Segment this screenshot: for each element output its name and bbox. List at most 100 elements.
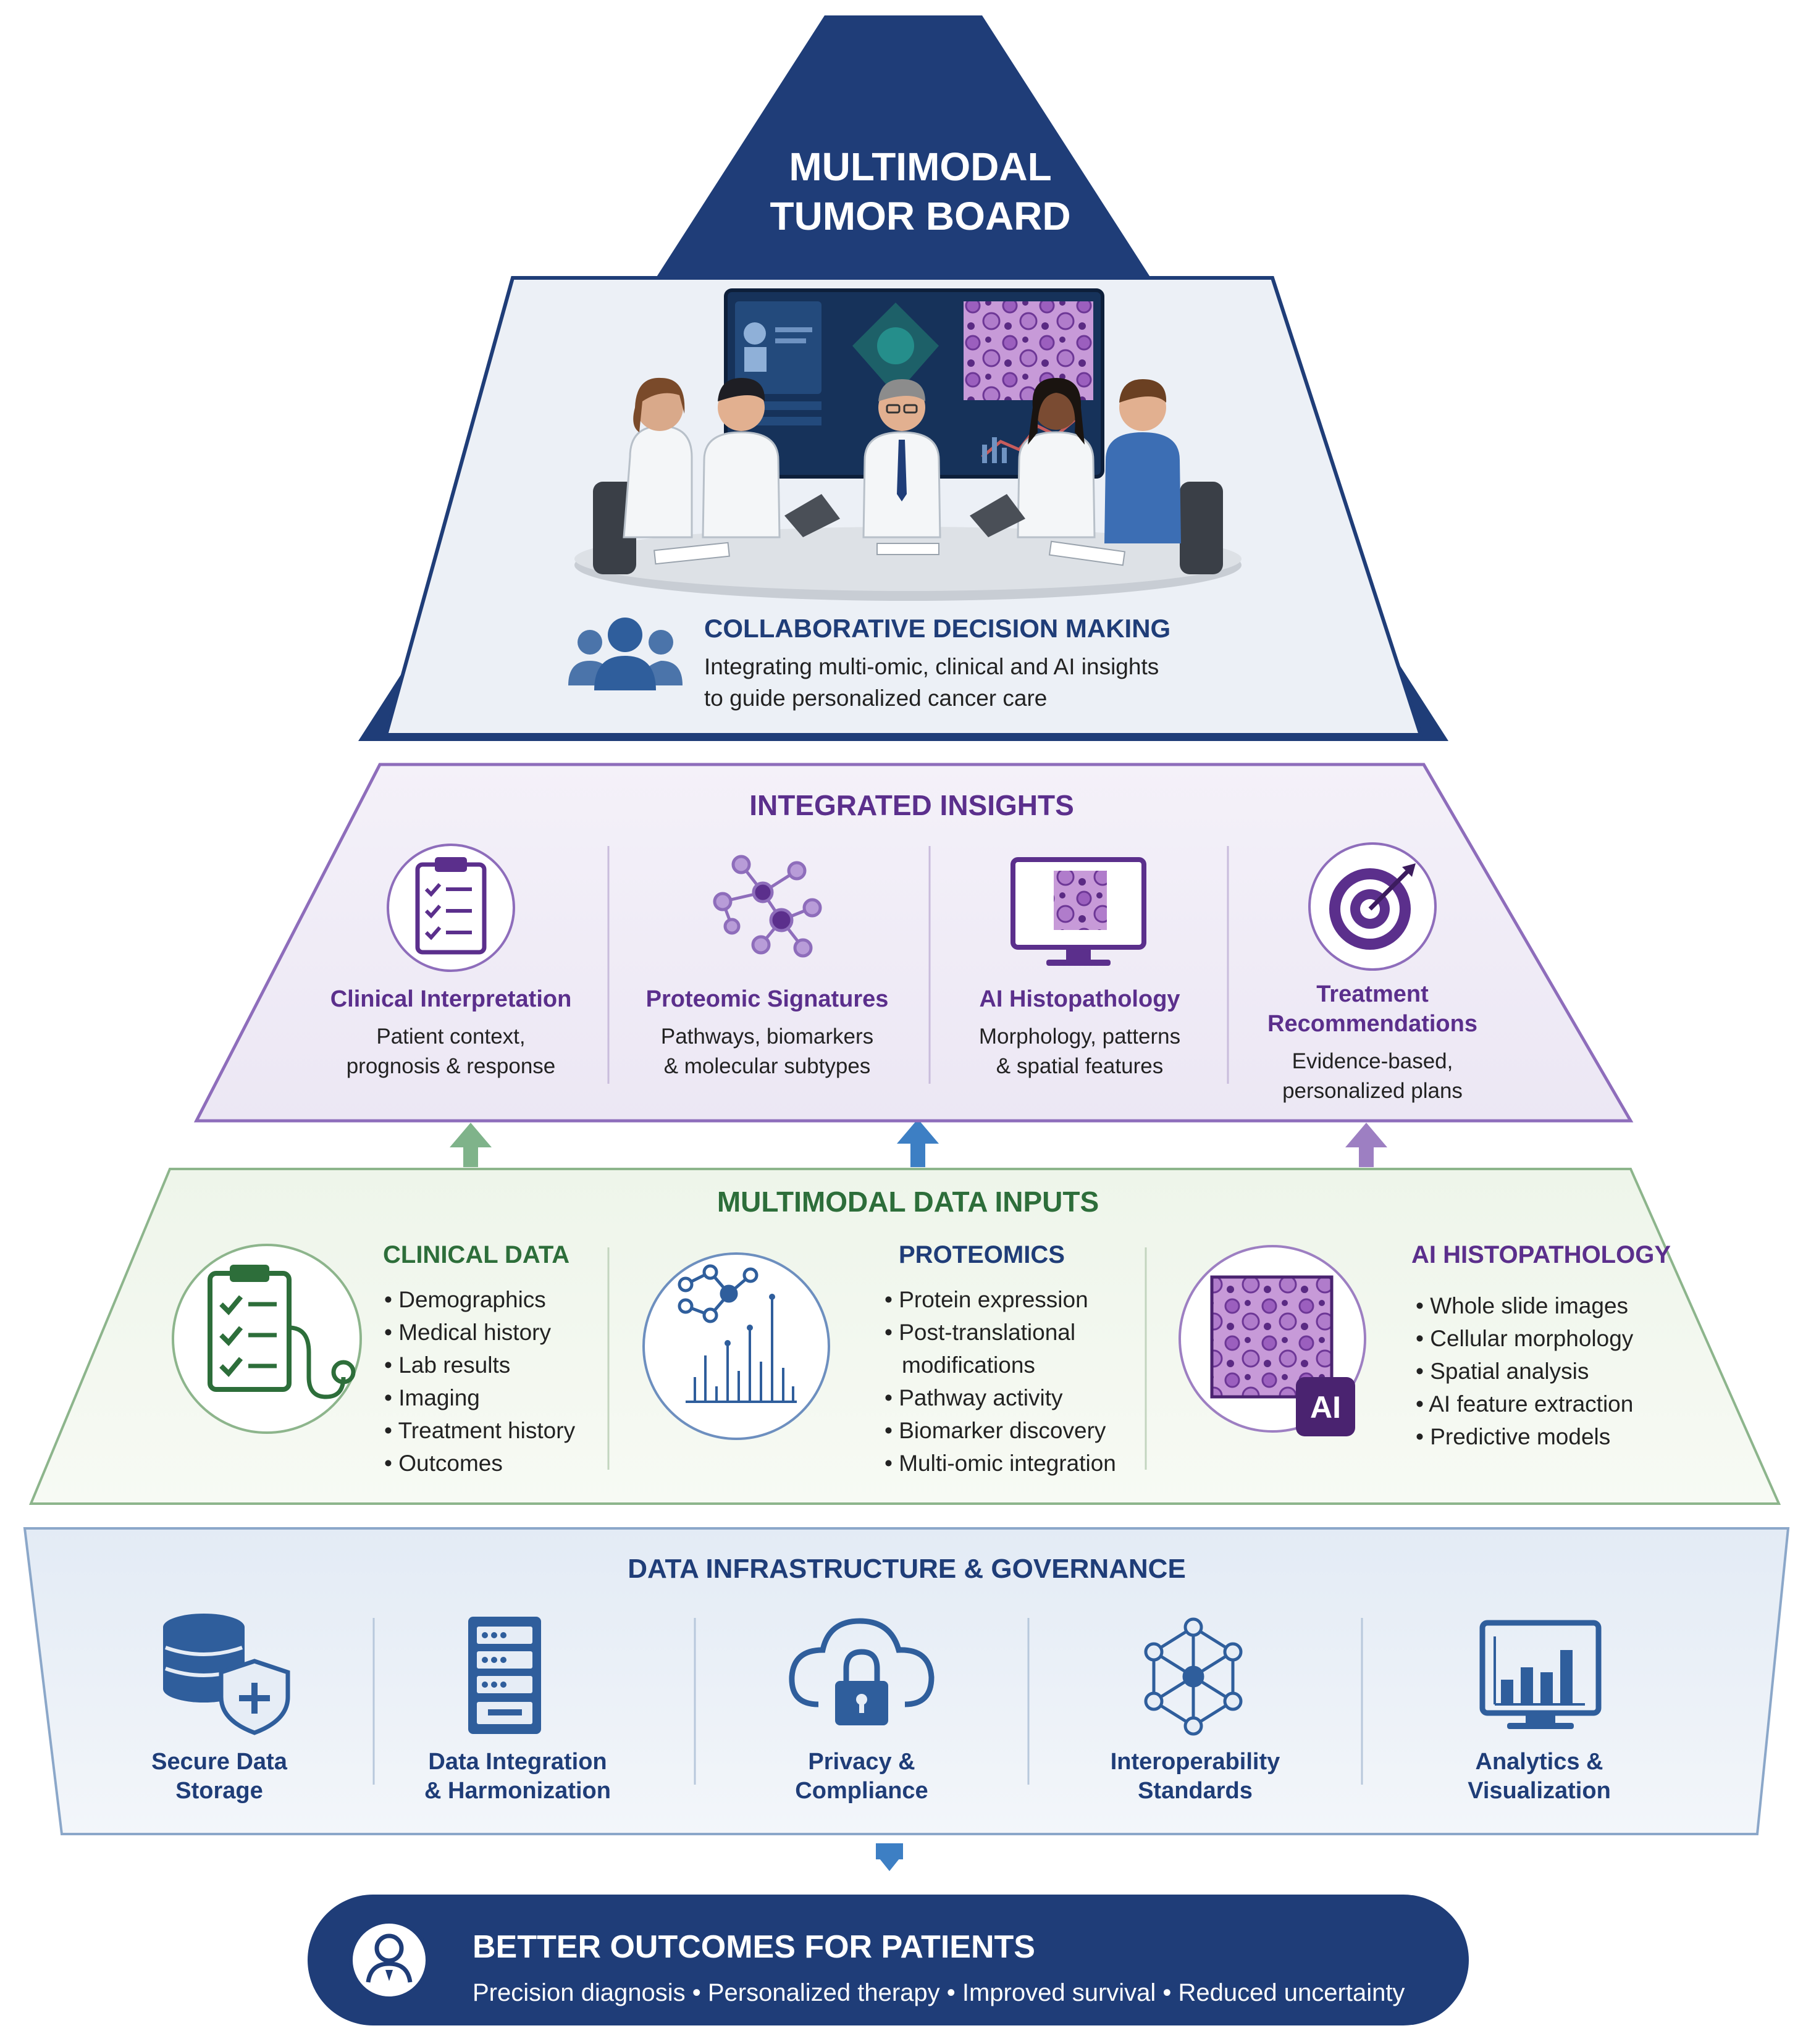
svg-text:• Lab results: • Lab results — [384, 1352, 510, 1378]
insight-clinical-line1: Patient context, — [376, 1024, 525, 1049]
tumor-board-meeting-illustration — [574, 288, 1242, 601]
proteomics-spectrum-icon — [642, 1252, 830, 1440]
list-item: Demographics — [398, 1287, 546, 1312]
up-arrow-purple — [1345, 1123, 1387, 1167]
server-rack-icon — [468, 1617, 541, 1734]
svg-text:• Pathway activity: • Pathway activity — [884, 1385, 1063, 1410]
insight-histopathology-title: AI Histopathology — [979, 986, 1180, 1012]
svg-text:• Protein expression: • Protein expression — [884, 1287, 1088, 1312]
infrastructure-title: DATA INFRASTRUCTURE & GOVERNANCE — [628, 1554, 1186, 1584]
clinical-clipboard-stethoscope-icon — [172, 1244, 362, 1434]
insight-clinical-title: Clinical Interpretation — [330, 986, 572, 1012]
list-item: Protein expression — [899, 1287, 1088, 1312]
list-item: Cellular morphology — [1430, 1326, 1634, 1351]
apex-title-line1: MULTIMODAL — [789, 145, 1051, 189]
database-shield-icon — [163, 1614, 290, 1735]
insights-title: INTEGRATED INSIGHTS — [749, 789, 1074, 821]
infra-item-interop-line1: Interoperability — [1111, 1749, 1280, 1775]
apex-heading: COLLABORATIVE DECISION MAKING — [704, 614, 1170, 643]
insight-treatment-line2: personalized plans — [1282, 1079, 1463, 1103]
proteomics-list: • Protein expression • Post-translationa… — [884, 1287, 1116, 1476]
outcome-title: BETTER OUTCOMES FOR PATIENTS — [473, 1929, 1035, 1965]
insight-clinical-line2: prognosis & response — [347, 1054, 556, 1078]
clinical-data-title: CLINICAL DATA — [383, 1241, 569, 1268]
molecule-network-icon — [713, 855, 822, 958]
bar-chart-monitor-icon — [1479, 1620, 1602, 1729]
svg-text:• Predictive models: • Predictive models — [1416, 1424, 1610, 1449]
insight-treatment-title-line2: Recommendations — [1267, 1011, 1477, 1037]
svg-text:• Spatial analysis: • Spatial analysis — [1416, 1359, 1589, 1384]
list-item: Lab results — [398, 1352, 510, 1378]
proteomics-title: PROTEOMICS — [899, 1241, 1065, 1268]
svg-text:• Multi-omic integration: • Multi-omic integration — [884, 1451, 1116, 1476]
infra-item-analytics-line1: Analytics & — [1476, 1749, 1603, 1775]
infra-item-integration-line2: & Harmonization — [424, 1778, 611, 1804]
list-item: Outcomes — [398, 1451, 503, 1476]
monitor-slide-icon — [1011, 857, 1146, 966]
svg-text:• Biomarker discovery: • Biomarker discovery — [884, 1418, 1106, 1443]
svg-text:• Cellular morphology: • Cellular morphology — [1416, 1326, 1634, 1351]
histopathology-list: • Whole slide images • Cellular morpholo… — [1416, 1293, 1634, 1449]
team-group-icon — [568, 618, 683, 690]
apex-subtitle-line1: Integrating multi-omic, clinical and AI … — [704, 654, 1159, 679]
list-item: Predictive models — [1430, 1424, 1610, 1449]
svg-text:• Imaging: • Imaging — [384, 1385, 480, 1410]
infra-item-privacy-line1: Privacy & — [808, 1749, 915, 1775]
outcome-pill — [308, 1895, 1469, 2025]
cloud-lock-icon — [789, 1618, 935, 1725]
infra-item-integration-line1: Data Integration — [428, 1749, 607, 1775]
svg-text:• Demographics: • Demographics — [384, 1287, 546, 1312]
infra-item-interop-line2: Standards — [1138, 1778, 1253, 1804]
histopathology-slide-icon: AI — [1179, 1245, 1366, 1436]
insight-proteomic-line1: Pathways, biomarkers — [661, 1024, 873, 1049]
outcome-banner: BETTER OUTCOMES FOR PATIENTS Precision d… — [308, 1843, 1469, 2025]
histopathology-title: AI HISTOPATHOLOGY — [1411, 1241, 1671, 1268]
list-item: Pathway activity — [899, 1385, 1063, 1410]
svg-text:• Outcomes: • Outcomes — [384, 1451, 503, 1476]
up-arrow-green — [450, 1123, 492, 1167]
insight-histopathology-line1: Morphology, patterns — [979, 1024, 1180, 1049]
clinical-data-list: • Demographics • Medical history • Lab r… — [384, 1287, 576, 1476]
infrastructure-tier: DATA INFRASTRUCTURE & GOVERNANCE Secure … — [23, 1527, 1790, 1835]
insight-treatment-line1: Evidence-based, — [1292, 1049, 1453, 1073]
list-item: Imaging — [398, 1385, 480, 1410]
list-item: Biomarker discovery — [899, 1418, 1106, 1443]
apex-tier: MULTIMODAL TUMOR BOARD — [358, 15, 1448, 741]
target-arrow-icon — [1308, 842, 1437, 971]
list-item: Medical history — [398, 1320, 551, 1345]
outcome-subtitle: Precision diagnosis • Personalized thera… — [473, 1979, 1405, 2006]
inputs-title: MULTIMODAL DATA INPUTS — [717, 1186, 1099, 1218]
svg-text:• Post-translational: • Post-translational — [884, 1320, 1075, 1345]
infra-item-storage-line1: Secure Data — [151, 1749, 288, 1775]
svg-text:• Whole slide images: • Whole slide images — [1416, 1293, 1628, 1318]
network-cube-icon — [1144, 1617, 1243, 1736]
infra-item-storage-line2: Storage — [175, 1778, 263, 1804]
list-item: AI feature extraction — [1429, 1391, 1633, 1417]
down-arrow-outcome — [877, 1856, 902, 1871]
infra-item-privacy-line2: Compliance — [795, 1778, 928, 1804]
apex-subtitle-line2: to guide personalized cancer care — [704, 685, 1047, 711]
list-item: Whole slide images — [1430, 1293, 1628, 1318]
svg-text:• Medical history: • Medical history — [384, 1320, 551, 1345]
insight-proteomic-line2: & molecular subtypes — [664, 1054, 871, 1078]
svg-text:• AI feature extraction: • AI feature extraction — [1416, 1391, 1633, 1417]
ai-badge: AI — [1310, 1390, 1341, 1425]
insight-proteomic-title: Proteomic Signatures — [646, 986, 889, 1012]
data-inputs-tier: MULTIMODAL DATA INPUTS CLINICAL DATA • D… — [29, 1168, 1781, 1505]
up-arrow-blue — [897, 1119, 939, 1167]
insight-treatment-title-line1: Treatment — [1316, 981, 1429, 1007]
list-item: Spatial analysis — [1430, 1359, 1589, 1384]
up-arrows — [450, 1119, 1387, 1167]
clipboard-checklist-icon — [387, 844, 515, 972]
list-item: Post-translational — [899, 1320, 1075, 1345]
svg-text:• Treatment history: • Treatment history — [384, 1418, 576, 1443]
list-item: Multi-omic integration — [899, 1451, 1116, 1476]
patient-avatar-icon — [349, 1920, 429, 2000]
list-item: Treatment history — [398, 1418, 576, 1443]
insights-tier: INTEGRATED INSIGHTS Clinical Interpretat… — [193, 763, 1634, 1123]
list-item: modifications — [902, 1352, 1035, 1378]
infra-item-analytics-line2: Visualization — [1468, 1778, 1611, 1804]
insight-histopathology-line2: & spatial features — [996, 1054, 1163, 1078]
apex-title-line2: TUMOR BOARD — [770, 194, 1070, 238]
